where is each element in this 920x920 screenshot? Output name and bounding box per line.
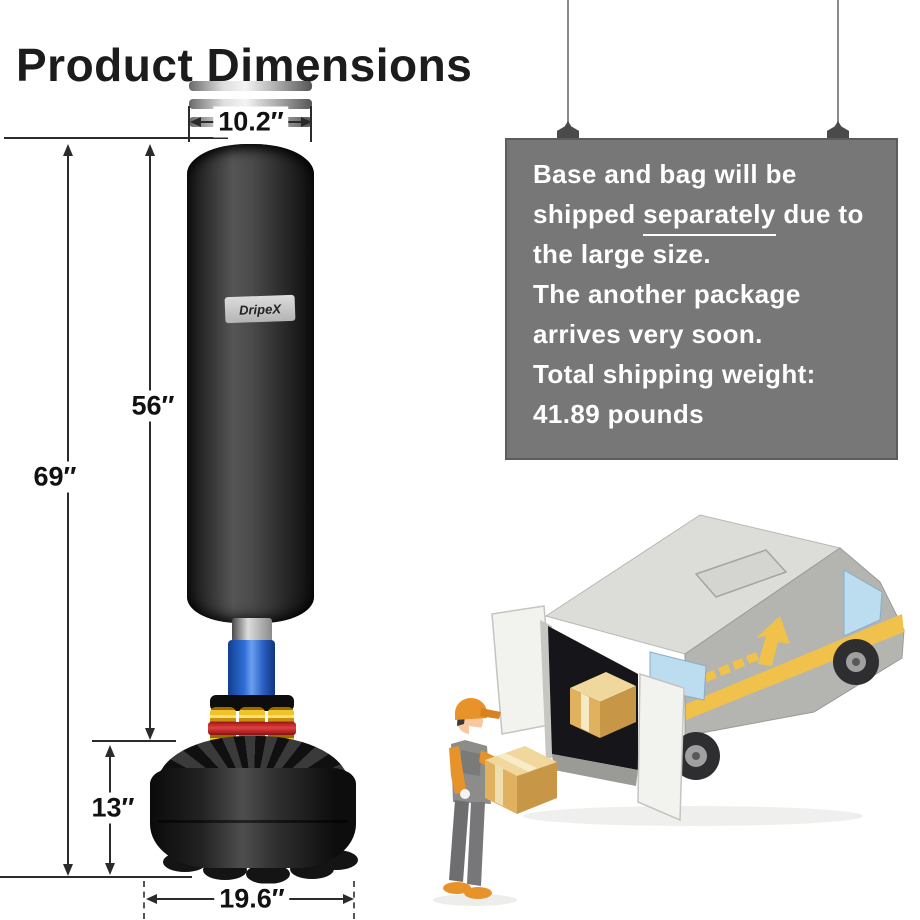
arrow-up-icon: [63, 144, 73, 156]
connector-tube: [232, 618, 272, 642]
shock-absorber-tube: [228, 640, 275, 698]
carried-carton: [485, 746, 557, 814]
notice-line2-post: due to: [775, 199, 864, 229]
notice-line: the large size.: [533, 239, 711, 269]
delivery-worker-illustration: [433, 697, 557, 906]
van-bumper: [552, 754, 638, 786]
brand-label: DripeX: [224, 294, 296, 324]
notice-line: arrives very soon.: [533, 319, 763, 349]
arrow-up-icon: [145, 144, 155, 156]
notice-line: Base and bag will be: [533, 159, 797, 189]
notice-line: The another package: [533, 279, 801, 309]
van-open-door-right: [637, 672, 685, 822]
arrow-left-icon: [146, 894, 157, 904]
dim-label-bag-height: 56″: [126, 390, 180, 422]
dim-label-base-width: 19.6″: [214, 883, 290, 915]
arrow-down-icon: [105, 863, 115, 875]
dim-label-top-width: 10.2″: [213, 106, 289, 138]
arrow-left-icon: [190, 117, 201, 127]
hanging-string: [837, 0, 839, 124]
arrow-up-icon: [105, 745, 115, 757]
worker-shadow: [433, 894, 517, 906]
extension-line-top: [4, 137, 228, 139]
notice-underlined-word: separately: [643, 199, 776, 236]
dim-line-bag-height: [149, 150, 151, 735]
tick-left: [188, 106, 190, 142]
dim-label-total-height: 69″: [28, 461, 82, 493]
worker-cap-brim: [480, 708, 501, 719]
bag-silver-stripe: [189, 99, 312, 109]
dashed-tick-left: [143, 881, 145, 919]
hanging-string: [567, 0, 569, 124]
van-roof-vent: [694, 549, 788, 598]
notice-line2-pre: shipped: [533, 199, 644, 229]
worker-left-arm: [449, 746, 467, 794]
carton-in-van: [570, 672, 636, 738]
delivery-van-illustration: [491, 514, 905, 826]
spring-red-band: [208, 722, 296, 735]
bag-silver-stripe: [189, 81, 312, 91]
worker-shoe: [464, 887, 492, 899]
worker-hand: [460, 789, 470, 799]
van-cab-window: [843, 569, 883, 637]
arrow-right-icon: [343, 894, 354, 904]
notice-line: Total shipping weight:: [533, 359, 816, 389]
worker-bib: [461, 750, 481, 776]
notice-line: 41.89 pounds: [533, 399, 704, 429]
dashed-tick-right: [353, 881, 355, 919]
worker-mask: [469, 726, 483, 738]
dim-line-total-height: [67, 150, 69, 870]
notice-line: shipped separately due to: [533, 194, 896, 236]
van-rear-wheel: [672, 732, 720, 780]
base-tank: [150, 768, 356, 868]
floor-line: [0, 876, 192, 878]
worker-cap: [454, 697, 487, 720]
tick-base-top: [92, 740, 176, 742]
shipping-notice-board: Base and bag will be shipped separately …: [505, 138, 898, 460]
van-arrow-decal: [704, 616, 790, 682]
suction-cup: [246, 864, 290, 884]
arrow-down-icon: [63, 864, 73, 876]
binder-clip-icon: [827, 121, 849, 139]
worker-shoe: [443, 882, 471, 894]
worker-right-leg: [467, 802, 485, 886]
worker-left-leg: [449, 800, 469, 882]
arrow-down-icon: [145, 728, 155, 740]
bag-body: [187, 144, 314, 623]
binder-clip-icon: [557, 121, 579, 139]
arrow-right-icon: [301, 117, 312, 127]
van-shadow: [523, 806, 863, 826]
van-front-wheel: [833, 639, 879, 685]
dim-label-base-height: 13″: [86, 792, 140, 824]
